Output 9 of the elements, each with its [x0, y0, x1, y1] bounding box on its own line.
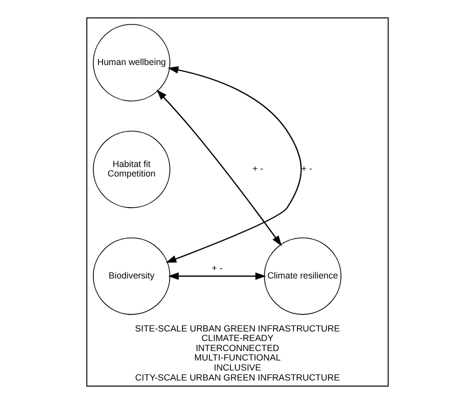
- node-circle: Biodiversity: [92, 237, 170, 315]
- arrow: [165, 66, 302, 263]
- arrow: [156, 90, 282, 246]
- edge-label: + -: [252, 164, 263, 174]
- arrow: [168, 272, 266, 280]
- edge-label: + -: [211, 263, 222, 274]
- node-circle: Habitat fit Competition: [92, 130, 170, 208]
- node-circle: Climate resilience: [263, 237, 341, 315]
- edge-label: + -: [300, 164, 312, 174]
